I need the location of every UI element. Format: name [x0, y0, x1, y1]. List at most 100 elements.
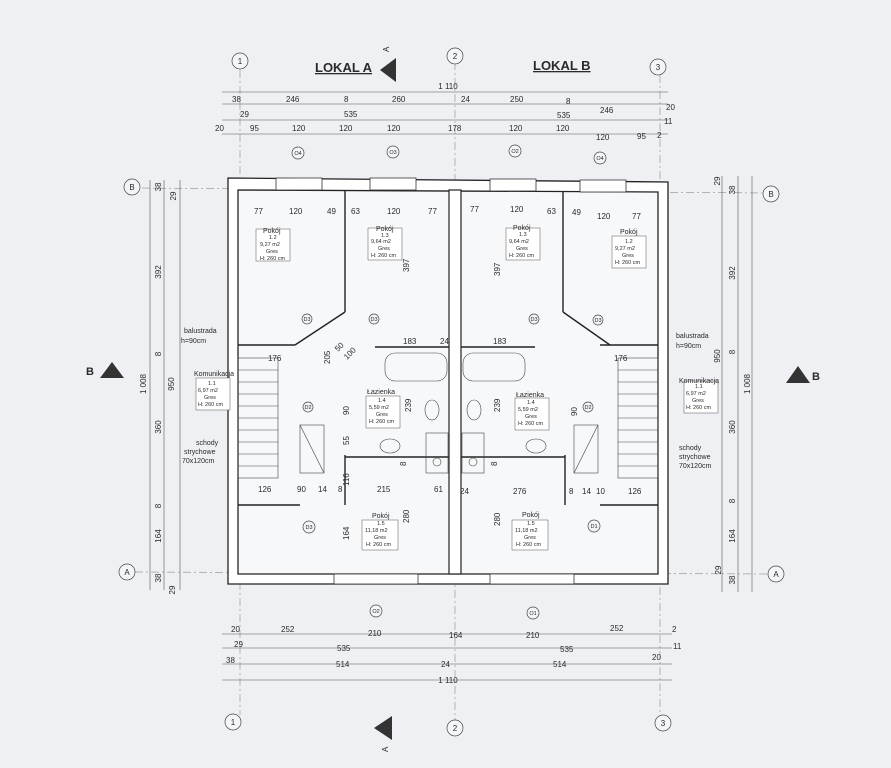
- svg-text:10: 10: [596, 487, 605, 496]
- bottom-dim-row3: 38 514 24 514 20: [226, 653, 661, 669]
- axis-bubble-col3-bottom: 3: [654, 714, 672, 732]
- svg-text:h=90cm: h=90cm: [181, 338, 206, 345]
- svg-text:120: 120: [556, 124, 570, 133]
- top-dimension-chains: 1 110: [222, 82, 668, 135]
- svg-text:O2: O2: [511, 149, 518, 155]
- svg-text:38: 38: [232, 95, 241, 104]
- svg-text:Pokój: Pokój: [376, 226, 394, 233]
- svg-text:95: 95: [250, 124, 259, 133]
- room-b-pokoj-1-3: Pokój 1.3 9,64 m2 Gres H: 260 cm: [505, 225, 541, 261]
- title-lokal-a: LOKAL A: [315, 60, 373, 75]
- svg-text:D3: D3: [594, 318, 601, 324]
- svg-text:Gres: Gres: [525, 414, 537, 420]
- svg-text:A: A: [124, 568, 130, 577]
- svg-text:120: 120: [510, 205, 524, 214]
- axis-bubble-col2-top: 2: [446, 47, 464, 65]
- svg-text:63: 63: [547, 207, 556, 216]
- svg-text:1.5: 1.5: [377, 521, 385, 527]
- svg-text:276: 276: [513, 487, 527, 496]
- svg-text:20: 20: [215, 124, 224, 133]
- svg-text:11: 11: [664, 117, 673, 126]
- svg-text:schody: schody: [679, 445, 702, 452]
- room-b-komunikacja: Komunikacja 1.1 6,97 m2 Gres H: 260 cm: [679, 378, 719, 414]
- svg-text:D2: D2: [584, 405, 591, 411]
- svg-text:176: 176: [268, 354, 282, 363]
- svg-text:11: 11: [673, 642, 682, 651]
- sink-b: [525, 438, 547, 454]
- svg-text:O4: O4: [596, 156, 603, 162]
- svg-text:90: 90: [297, 485, 306, 494]
- svg-text:120: 120: [339, 124, 353, 133]
- svg-text:1.2: 1.2: [269, 235, 277, 241]
- interior-dims-upper-a: 77 120 49 63 120 77: [254, 207, 437, 216]
- svg-text:H: 260 cm: H: 260 cm: [509, 253, 534, 259]
- svg-text:120: 120: [509, 124, 523, 133]
- svg-text:11,18 m2: 11,18 m2: [365, 528, 388, 534]
- svg-text:246: 246: [286, 95, 300, 104]
- room-a-komunikacja: Komunikacja 1.1 6,97 m2 Gres H: 260 cm: [194, 371, 234, 411]
- svg-text:Pokój: Pokój: [263, 228, 281, 235]
- svg-text:70x120cm: 70x120cm: [182, 458, 214, 465]
- axis-bubble-rowA-right: A: [767, 565, 785, 583]
- svg-text:252: 252: [281, 625, 295, 634]
- svg-text:H: 260 cm: H: 260 cm: [260, 256, 285, 262]
- tag-d1-b: D1: [587, 519, 601, 533]
- svg-text:2: 2: [453, 52, 458, 61]
- interior-dims-lower-b: 24 276 8 14 10 126: [460, 487, 642, 496]
- svg-text:392: 392: [728, 266, 737, 280]
- svg-text:D1: D1: [590, 524, 597, 530]
- svg-text:1.2: 1.2: [625, 239, 633, 245]
- svg-text:29: 29: [234, 640, 243, 649]
- svg-text:55: 55: [342, 436, 351, 445]
- svg-text:535: 535: [344, 110, 358, 119]
- room-a-pokoj-1-2: Pokój 1.2 9,27 m2 Gres H: 260 cm: [255, 228, 291, 262]
- section-marker-a-top: A: [380, 46, 396, 82]
- svg-text:1.4: 1.4: [378, 398, 386, 404]
- svg-text:20: 20: [666, 103, 675, 112]
- right-dimension-chains: 1 008 950 29 38 392 8 360 8 164 29 38: [713, 176, 753, 592]
- axis-bubble-rowB-left: B: [123, 178, 141, 196]
- svg-text:120: 120: [387, 124, 401, 133]
- svg-text:Gres: Gres: [622, 253, 634, 259]
- svg-text:77: 77: [254, 207, 263, 216]
- svg-text:Gres: Gres: [376, 412, 388, 418]
- svg-text:1: 1: [238, 57, 243, 66]
- svg-text:38: 38: [728, 185, 737, 194]
- bathtub-b: [462, 352, 526, 382]
- svg-text:183: 183: [403, 337, 417, 346]
- dim-bottom-overall: 1 110: [438, 676, 458, 685]
- svg-text:11,18 m2: 11,18 m2: [515, 528, 538, 534]
- svg-text:1.3: 1.3: [519, 232, 527, 238]
- svg-text:B: B: [768, 190, 773, 199]
- axis-bubble-col3-top: 3: [649, 58, 667, 76]
- svg-text:535: 535: [557, 111, 571, 120]
- svg-text:126: 126: [628, 487, 642, 496]
- svg-text:8: 8: [154, 503, 163, 508]
- tag-d3-upper-a: D3: [301, 313, 313, 325]
- svg-text:360: 360: [728, 420, 737, 434]
- svg-text:Gres: Gres: [204, 395, 216, 401]
- svg-text:B: B: [812, 371, 820, 383]
- interior-dims-upper-b: 77 120 63 49 120 77: [470, 205, 641, 221]
- svg-text:D3: D3: [530, 317, 537, 323]
- svg-text:360: 360: [154, 420, 163, 434]
- left-dimension-chains: 1 008 950 38 29 392 8 360 8 164 38 29: [139, 180, 181, 594]
- svg-text:6,97 m2: 6,97 m2: [686, 391, 706, 397]
- svg-text:252: 252: [610, 624, 624, 633]
- svg-text:B: B: [129, 183, 134, 192]
- svg-text:D3: D3: [303, 317, 310, 323]
- toilet-a: [424, 399, 440, 421]
- svg-text:120: 120: [292, 124, 306, 133]
- axis-bubble-col2-bottom: 2: [446, 719, 464, 737]
- interior-dims-lower-a: 126 90 14 8 215 61: [258, 485, 443, 494]
- svg-text:120: 120: [597, 212, 611, 221]
- svg-text:B: B: [86, 366, 94, 378]
- svg-text:176: 176: [614, 354, 628, 363]
- svg-text:8: 8: [344, 95, 349, 104]
- svg-text:514: 514: [336, 660, 350, 669]
- sink-a: [379, 438, 401, 454]
- building-walls: [227, 177, 669, 585]
- svg-text:77: 77: [428, 207, 437, 216]
- svg-text:1.1: 1.1: [695, 384, 703, 390]
- tag-d3-upper-a2: D3: [368, 313, 380, 325]
